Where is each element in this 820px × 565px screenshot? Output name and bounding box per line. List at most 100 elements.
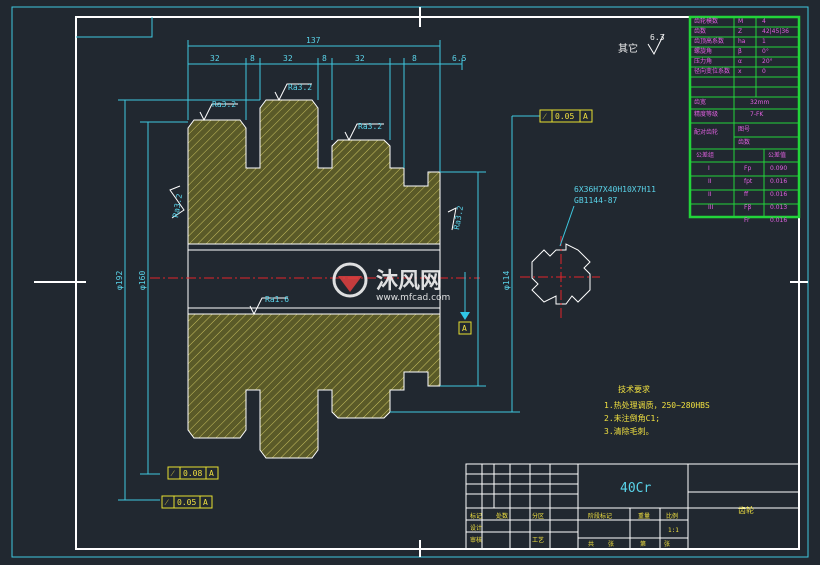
tolerance-b1-symbol: ⁄ xyxy=(170,469,175,478)
param-name: 齿宽 xyxy=(694,99,707,106)
pair-sub1: 图号 xyxy=(738,126,751,133)
ra-left: Ra3.2 xyxy=(171,193,184,218)
tolerance-frame-top xyxy=(539,109,593,123)
dim-6: 8 xyxy=(412,54,417,63)
dim-7: 6.5 xyxy=(452,54,467,63)
tech-item-2: 2.未注倒角C1; xyxy=(604,413,660,423)
param-value: 0° xyxy=(762,48,769,55)
param-name: 精度等级 xyxy=(694,111,719,118)
tol-symbol: Fp xyxy=(744,165,752,172)
tol-symbol: Fr xyxy=(744,217,750,224)
dim-1: 32 xyxy=(210,54,220,63)
tb-zone: 分区 xyxy=(532,512,544,520)
param-symbol: M xyxy=(738,18,744,25)
tol-group: I xyxy=(708,165,710,172)
tb-sheet2: 张 xyxy=(664,540,670,548)
dim-total: 137 xyxy=(306,36,321,45)
tolerance-top-ref: A xyxy=(583,112,588,121)
diameter-dim-lines xyxy=(118,99,540,501)
section-lower xyxy=(187,313,441,459)
param-name: 压力角 xyxy=(694,58,713,65)
diameter-192: φ192 xyxy=(115,271,124,290)
param-value: 4 xyxy=(762,18,766,25)
spline-end-view xyxy=(531,243,591,305)
diameter-160: φ160 xyxy=(138,271,147,290)
tb-stage: 阶段标记 xyxy=(588,512,612,520)
datum-triangle xyxy=(460,312,470,320)
tb-design: 设计 xyxy=(470,524,482,532)
tb-weight: 重量 xyxy=(638,512,650,520)
tol-group: II xyxy=(708,178,712,185)
param-symbol: x xyxy=(738,68,742,75)
tb-process: 工艺 xyxy=(532,536,544,544)
datum-box xyxy=(458,321,472,335)
tolerance-b2-symbol: ⁄ xyxy=(164,498,169,507)
tol-value: 0.013 xyxy=(770,204,788,211)
param-table-border xyxy=(688,15,801,219)
tech-item-1: 1.热处理调质，250~280HBS xyxy=(604,400,710,410)
param-name: 齿数 xyxy=(694,28,707,35)
tolerance-b1-ref: A xyxy=(209,469,214,478)
ra-top1: Ra3.2 xyxy=(212,100,236,109)
pair-label: 配对齿轮 xyxy=(694,129,719,136)
param-value: 42|45|36 xyxy=(762,28,789,35)
other-roughness-symbol xyxy=(647,33,665,56)
tb-scale: 比例 xyxy=(666,512,678,520)
watermark: 沐风网 www.mfcad.com xyxy=(332,262,450,303)
param-name: 螺旋角 xyxy=(694,48,713,55)
tolerance-b2-ref: A xyxy=(203,498,208,507)
roughness-symbols xyxy=(169,83,457,316)
param-value: 0 xyxy=(762,68,766,75)
part-name: 齿轮 xyxy=(738,505,754,515)
tol-symbol: ff xyxy=(744,191,749,198)
ra-bore: Ra1.6 xyxy=(265,295,289,304)
tb-mark: 标记 xyxy=(470,512,482,520)
tech-title: 技术要求 xyxy=(618,384,650,394)
datum-label: A xyxy=(462,324,467,333)
title-block xyxy=(465,463,800,550)
param-name: 齿轮模数 xyxy=(694,18,719,25)
dim-3: 32 xyxy=(283,54,293,63)
dim-2: 8 xyxy=(250,54,255,63)
other-roughness-value: 6.3 xyxy=(650,33,665,42)
ra-top2: Ra3.2 xyxy=(288,83,312,92)
watermark-url: www.mfcad.com xyxy=(376,293,450,303)
param-value: 1 xyxy=(762,38,766,45)
param-value: 20° xyxy=(762,58,773,65)
title-block-grid xyxy=(466,464,799,549)
param-name: 径向变位系数 xyxy=(694,68,731,75)
tol-value: 0.016 xyxy=(770,191,788,198)
tol-value: 0.016 xyxy=(770,178,788,185)
tolerance-frame-b2 xyxy=(161,495,213,509)
param-value: 7-FK xyxy=(750,111,764,118)
spline-note-2: GB1144-87 xyxy=(574,196,618,205)
tol-value: 0.016 xyxy=(770,217,788,224)
corner-tab xyxy=(76,17,153,38)
param-value: 32mm xyxy=(750,99,770,106)
watermark-logo-icon xyxy=(332,262,368,298)
param-table-grid xyxy=(690,17,799,217)
param-symbol: Z xyxy=(738,28,743,35)
param-name: 齿顶高系数 xyxy=(694,38,725,45)
tol-symbol: Fβ xyxy=(744,204,752,211)
ra-mid: Ra3.2 xyxy=(358,122,382,131)
tol-header-value: 公差值 xyxy=(768,152,787,159)
section-upper xyxy=(187,99,441,245)
tol-group: II xyxy=(708,191,712,198)
tb-ratio: 1:1 xyxy=(668,527,679,534)
spline-leader xyxy=(559,205,575,247)
tolerance-b1-value: 0.08 xyxy=(183,469,202,478)
watermark-brand: 沐风网 xyxy=(376,269,442,294)
spline-note-1: 6X36H7X40H10X7H11 xyxy=(574,185,656,194)
tol-group: III xyxy=(708,204,714,211)
param-symbol: ha xyxy=(738,38,746,45)
bore xyxy=(187,243,441,315)
tb-sheet1: 张 xyxy=(608,540,614,548)
dim-5: 32 xyxy=(355,54,365,63)
param-symbol: α xyxy=(738,58,742,65)
tolerance-frame-b1 xyxy=(167,466,219,480)
extension-lines xyxy=(187,40,463,172)
material: 40Cr xyxy=(620,481,651,496)
tb-review: 审核 xyxy=(470,536,482,544)
tolerance-b2-value: 0.05 xyxy=(177,498,196,507)
